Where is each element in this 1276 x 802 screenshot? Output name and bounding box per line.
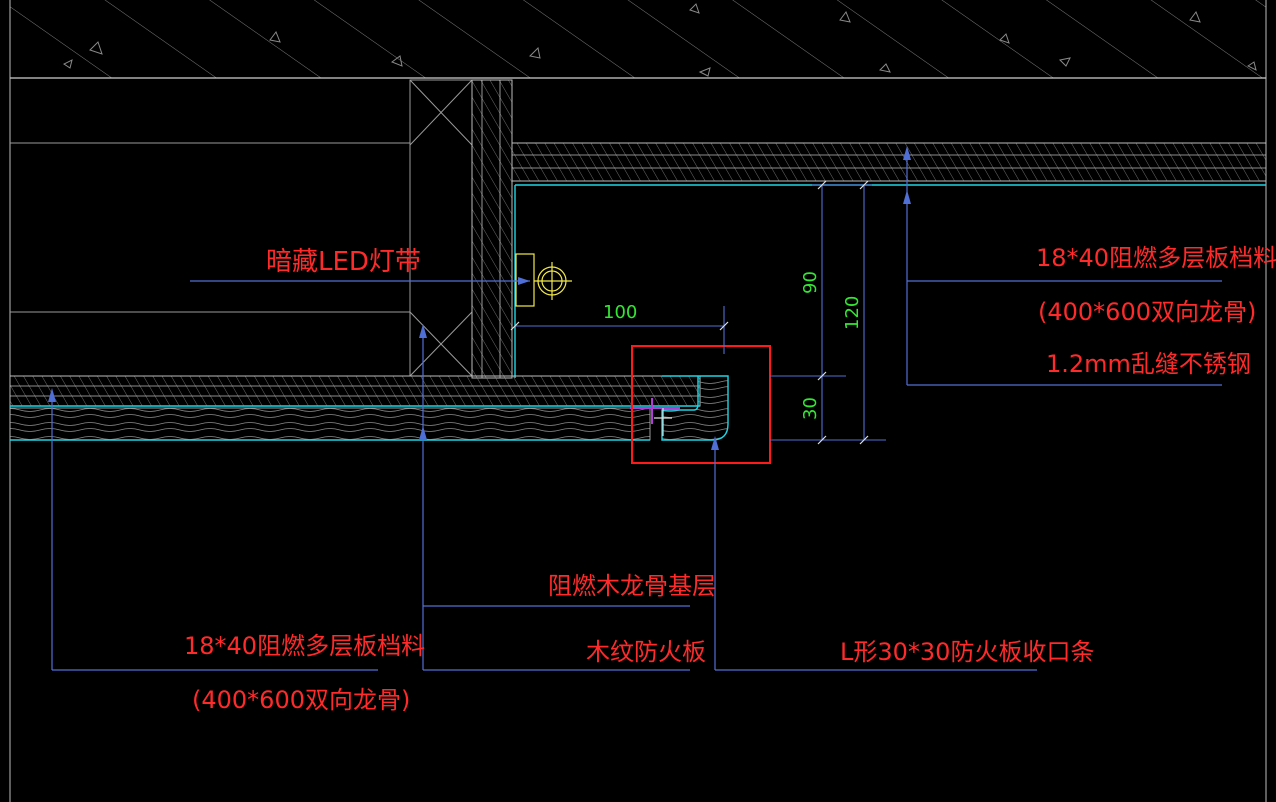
dimension-lines [515, 184, 886, 441]
leader-arrowheads [48, 146, 911, 450]
left-upper-panel [10, 79, 473, 377]
label-mid-line1: 阻燃木龙骨基层 [548, 572, 716, 600]
leader-lines [51, 150, 1222, 671]
label-right-line3: 1.2mm乱缝不锈钢 [1046, 350, 1251, 378]
dimension-100: 100 [603, 302, 637, 323]
label-right-line1: 18*40阻燃多层板档料 [1036, 244, 1276, 272]
dimension-120: 120 [842, 296, 863, 330]
l-trim-profile [630, 375, 729, 441]
label-right-line2: (400*600双向龙骨) [1038, 298, 1256, 326]
led-fixture-icon [515, 253, 572, 307]
label-left-line2: (400*600双向龙骨) [192, 686, 410, 714]
vertical-board [471, 79, 513, 379]
concrete-slab [10, 0, 1266, 79]
detail-highlight-frame [631, 345, 771, 464]
dimension-ticks [510, 180, 869, 445]
label-left-line1: 18*40阻燃多层板档料 [184, 632, 425, 660]
lower-ceiling-panel [9, 375, 701, 441]
label-trim: L形30*30防火板收口条 [840, 638, 1094, 666]
label-hidden-led: 暗藏LED灯带 [266, 247, 421, 277]
dimension-30: 30 [800, 397, 821, 420]
upper-ceiling-board [511, 142, 1267, 378]
label-mid-line2: 木纹防火板 [586, 638, 706, 666]
dimension-90: 90 [800, 271, 821, 294]
